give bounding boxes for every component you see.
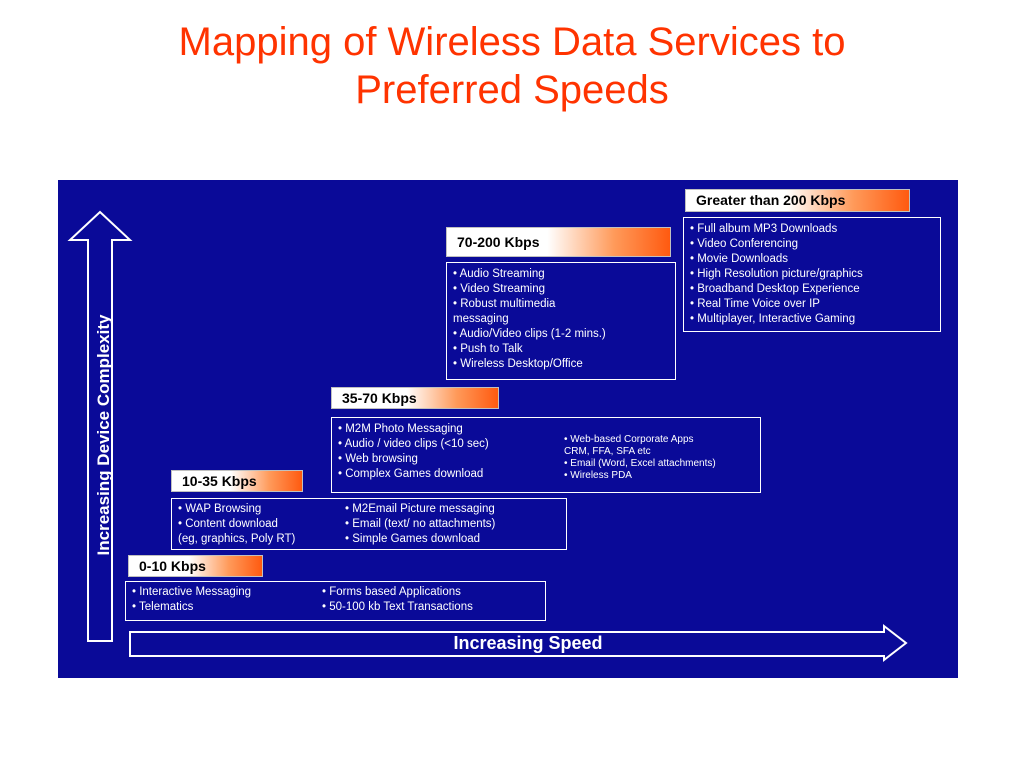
service-item: • Audio / video clips (<10 sec) bbox=[338, 438, 489, 450]
tier-0-col-1: • Interactive Messaging • Telematics bbox=[132, 585, 251, 615]
service-item: • 50-100 kb Text Transactions bbox=[322, 601, 473, 613]
service-item: • Video Streaming bbox=[453, 283, 546, 295]
tier-header-35-70: 35-70 Kbps bbox=[331, 387, 499, 409]
service-item: (eg, graphics, Poly RT) bbox=[178, 533, 296, 545]
service-item: • Wireless PDA bbox=[564, 470, 632, 481]
service-item: • Audio/Video clips (1-2 mins.) bbox=[453, 328, 606, 340]
service-item: • Video Conferencing bbox=[690, 238, 799, 250]
tier-header-greater-200: Greater than 200 Kbps bbox=[685, 189, 910, 212]
service-item: • M2Email Picture messaging bbox=[345, 503, 495, 515]
slide-title-line-2: Preferred Speeds bbox=[355, 68, 669, 112]
tier-0-col-2: • Forms based Applications • 50-100 kb T… bbox=[322, 585, 473, 615]
service-item: • Web browsing bbox=[338, 453, 418, 465]
service-item: • Complex Games download bbox=[338, 468, 484, 480]
tier-box-10-35: • WAP Browsing • Content download (eg, g… bbox=[171, 498, 567, 550]
service-item: • Push to Talk bbox=[453, 343, 523, 355]
service-item: • High Resolution picture/graphics bbox=[690, 268, 863, 280]
tier-1-col-1: • WAP Browsing • Content download (eg, g… bbox=[178, 502, 295, 547]
service-item: • Movie Downloads bbox=[690, 253, 788, 265]
service-item: • Content download bbox=[178, 518, 278, 530]
vertical-axis-arrow bbox=[67, 210, 133, 642]
service-item: • Full album MP3 Downloads bbox=[690, 223, 838, 235]
slide-title-line-1: Mapping of Wireless Data Services to bbox=[178, 20, 846, 64]
service-item: • Interactive Messaging bbox=[132, 586, 252, 598]
tier-box-greater-200: • Full album MP3 Downloads • Video Confe… bbox=[683, 217, 941, 332]
service-item: • Real Time Voice over IP bbox=[690, 298, 820, 310]
service-item: • Broadband Desktop Experience bbox=[690, 283, 860, 295]
service-item: • Wireless Desktop/Office bbox=[453, 358, 583, 370]
service-item: • Email (text/ no attachments) bbox=[345, 518, 496, 530]
tier-box-35-70: • M2M Photo Messaging • Audio / video cl… bbox=[331, 417, 761, 493]
tier-header-0-10: 0-10 Kbps bbox=[128, 555, 263, 577]
service-item: CRM, FFA, SFA etc bbox=[564, 446, 651, 457]
tier-2-col-1: • M2M Photo Messaging • Audio / video cl… bbox=[338, 422, 489, 482]
tier-4-col-1: • Full album MP3 Downloads • Video Confe… bbox=[690, 222, 863, 327]
tier-3-col-1: • Audio Streaming • Video Streaming • Ro… bbox=[453, 267, 668, 372]
service-item: • Audio Streaming bbox=[453, 268, 545, 280]
service-item: • Telematics bbox=[132, 601, 194, 613]
service-item: • Web-based Corporate Apps bbox=[564, 434, 694, 445]
slide-title: Mapping of Wireless Data Services to Pre… bbox=[0, 18, 1024, 114]
horizontal-axis-arrow bbox=[129, 623, 908, 663]
tier-header-10-35: 10-35 Kbps bbox=[171, 470, 303, 492]
service-item: • Simple Games download bbox=[345, 533, 481, 545]
service-item: • Forms based Applications bbox=[322, 586, 461, 598]
horizontal-axis-label: Increasing Speed bbox=[453, 633, 603, 653]
service-item: • Email (Word, Excel attachments) bbox=[564, 458, 716, 469]
tier-box-70-200: • Audio Streaming • Video Streaming • Ro… bbox=[446, 262, 676, 380]
axis-arrows bbox=[67, 210, 908, 663]
vertical-axis-label: Increasing Device Complexity bbox=[94, 314, 113, 556]
service-item: • WAP Browsing bbox=[178, 503, 262, 515]
diagram-panel: Increasing Device Complexity Increasing … bbox=[58, 180, 958, 678]
tier-box-0-10: • Interactive Messaging • Telematics • F… bbox=[125, 581, 546, 621]
tier-2-col-2: • Web-based Corporate Apps CRM, FFA, SFA… bbox=[564, 434, 716, 482]
tier-header-70-200: 70-200 Kbps bbox=[446, 227, 671, 257]
service-item: • Multiplayer, Interactive Gaming bbox=[690, 313, 856, 325]
service-item: • M2M Photo Messaging bbox=[338, 423, 463, 435]
tier-1-col-2: • M2Email Picture messaging • Email (tex… bbox=[345, 502, 495, 547]
service-item: • Robust multimedia messaging bbox=[453, 298, 556, 325]
